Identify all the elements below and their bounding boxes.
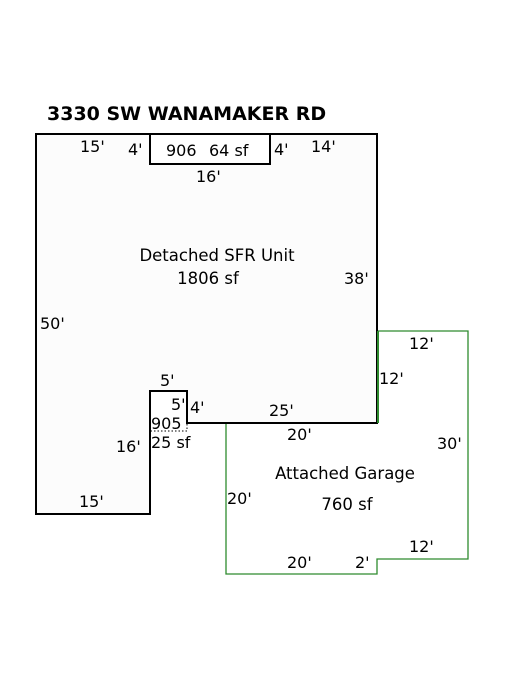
dim-top-notch-right: 4' — [274, 140, 289, 159]
dim-inner-small-side: 5' — [171, 395, 186, 414]
dim-garage-left-upper: 12' — [379, 369, 404, 388]
dim-left-side: 50' — [40, 314, 65, 333]
garage-name: Attached Garage — [275, 464, 415, 483]
dim-top-left: 15' — [80, 137, 105, 156]
area-906-area: 64 sf — [209, 141, 249, 160]
dim-top-right: 14' — [311, 137, 336, 156]
dim-right-side: 38' — [344, 269, 369, 288]
dim-inner-step: 4' — [190, 398, 205, 417]
area-905-code: 905 — [151, 414, 182, 433]
area-905-outline — [149, 390, 188, 432]
dim-bottom-right: 25' — [269, 401, 294, 420]
dim-garage-left: 20' — [227, 489, 252, 508]
dim-bottom-left: 15' — [79, 492, 104, 511]
dim-garage-right: 30' — [437, 434, 462, 453]
area-905-area: 25 sf — [151, 433, 191, 452]
main-unit-name: Detached SFR Unit — [139, 246, 295, 265]
area-906-code: 906 — [166, 141, 197, 160]
dim-top-notch-left: 4' — [128, 140, 143, 159]
dim-garage-top-inner: 20' — [287, 425, 312, 444]
property-address-title: 3330 SW WANAMAKER RD — [47, 103, 326, 125]
dim-garage-notch: 2' — [355, 553, 370, 572]
dim-inner-lower-side: 16' — [116, 437, 141, 456]
dim-garage-bottom: 20' — [287, 553, 312, 572]
dim-inner-top: 5' — [160, 371, 175, 390]
area-906-outline — [149, 133, 271, 165]
garage-area: 760 sf — [321, 495, 373, 514]
dim-notch-bottom: 16' — [196, 167, 221, 186]
dim-garage-bottom-right: 12' — [409, 537, 434, 556]
dim-garage-top: 12' — [409, 334, 434, 353]
main-unit-area: 1806 sf — [177, 269, 240, 288]
detached-sfr-unit-outline — [35, 133, 378, 515]
